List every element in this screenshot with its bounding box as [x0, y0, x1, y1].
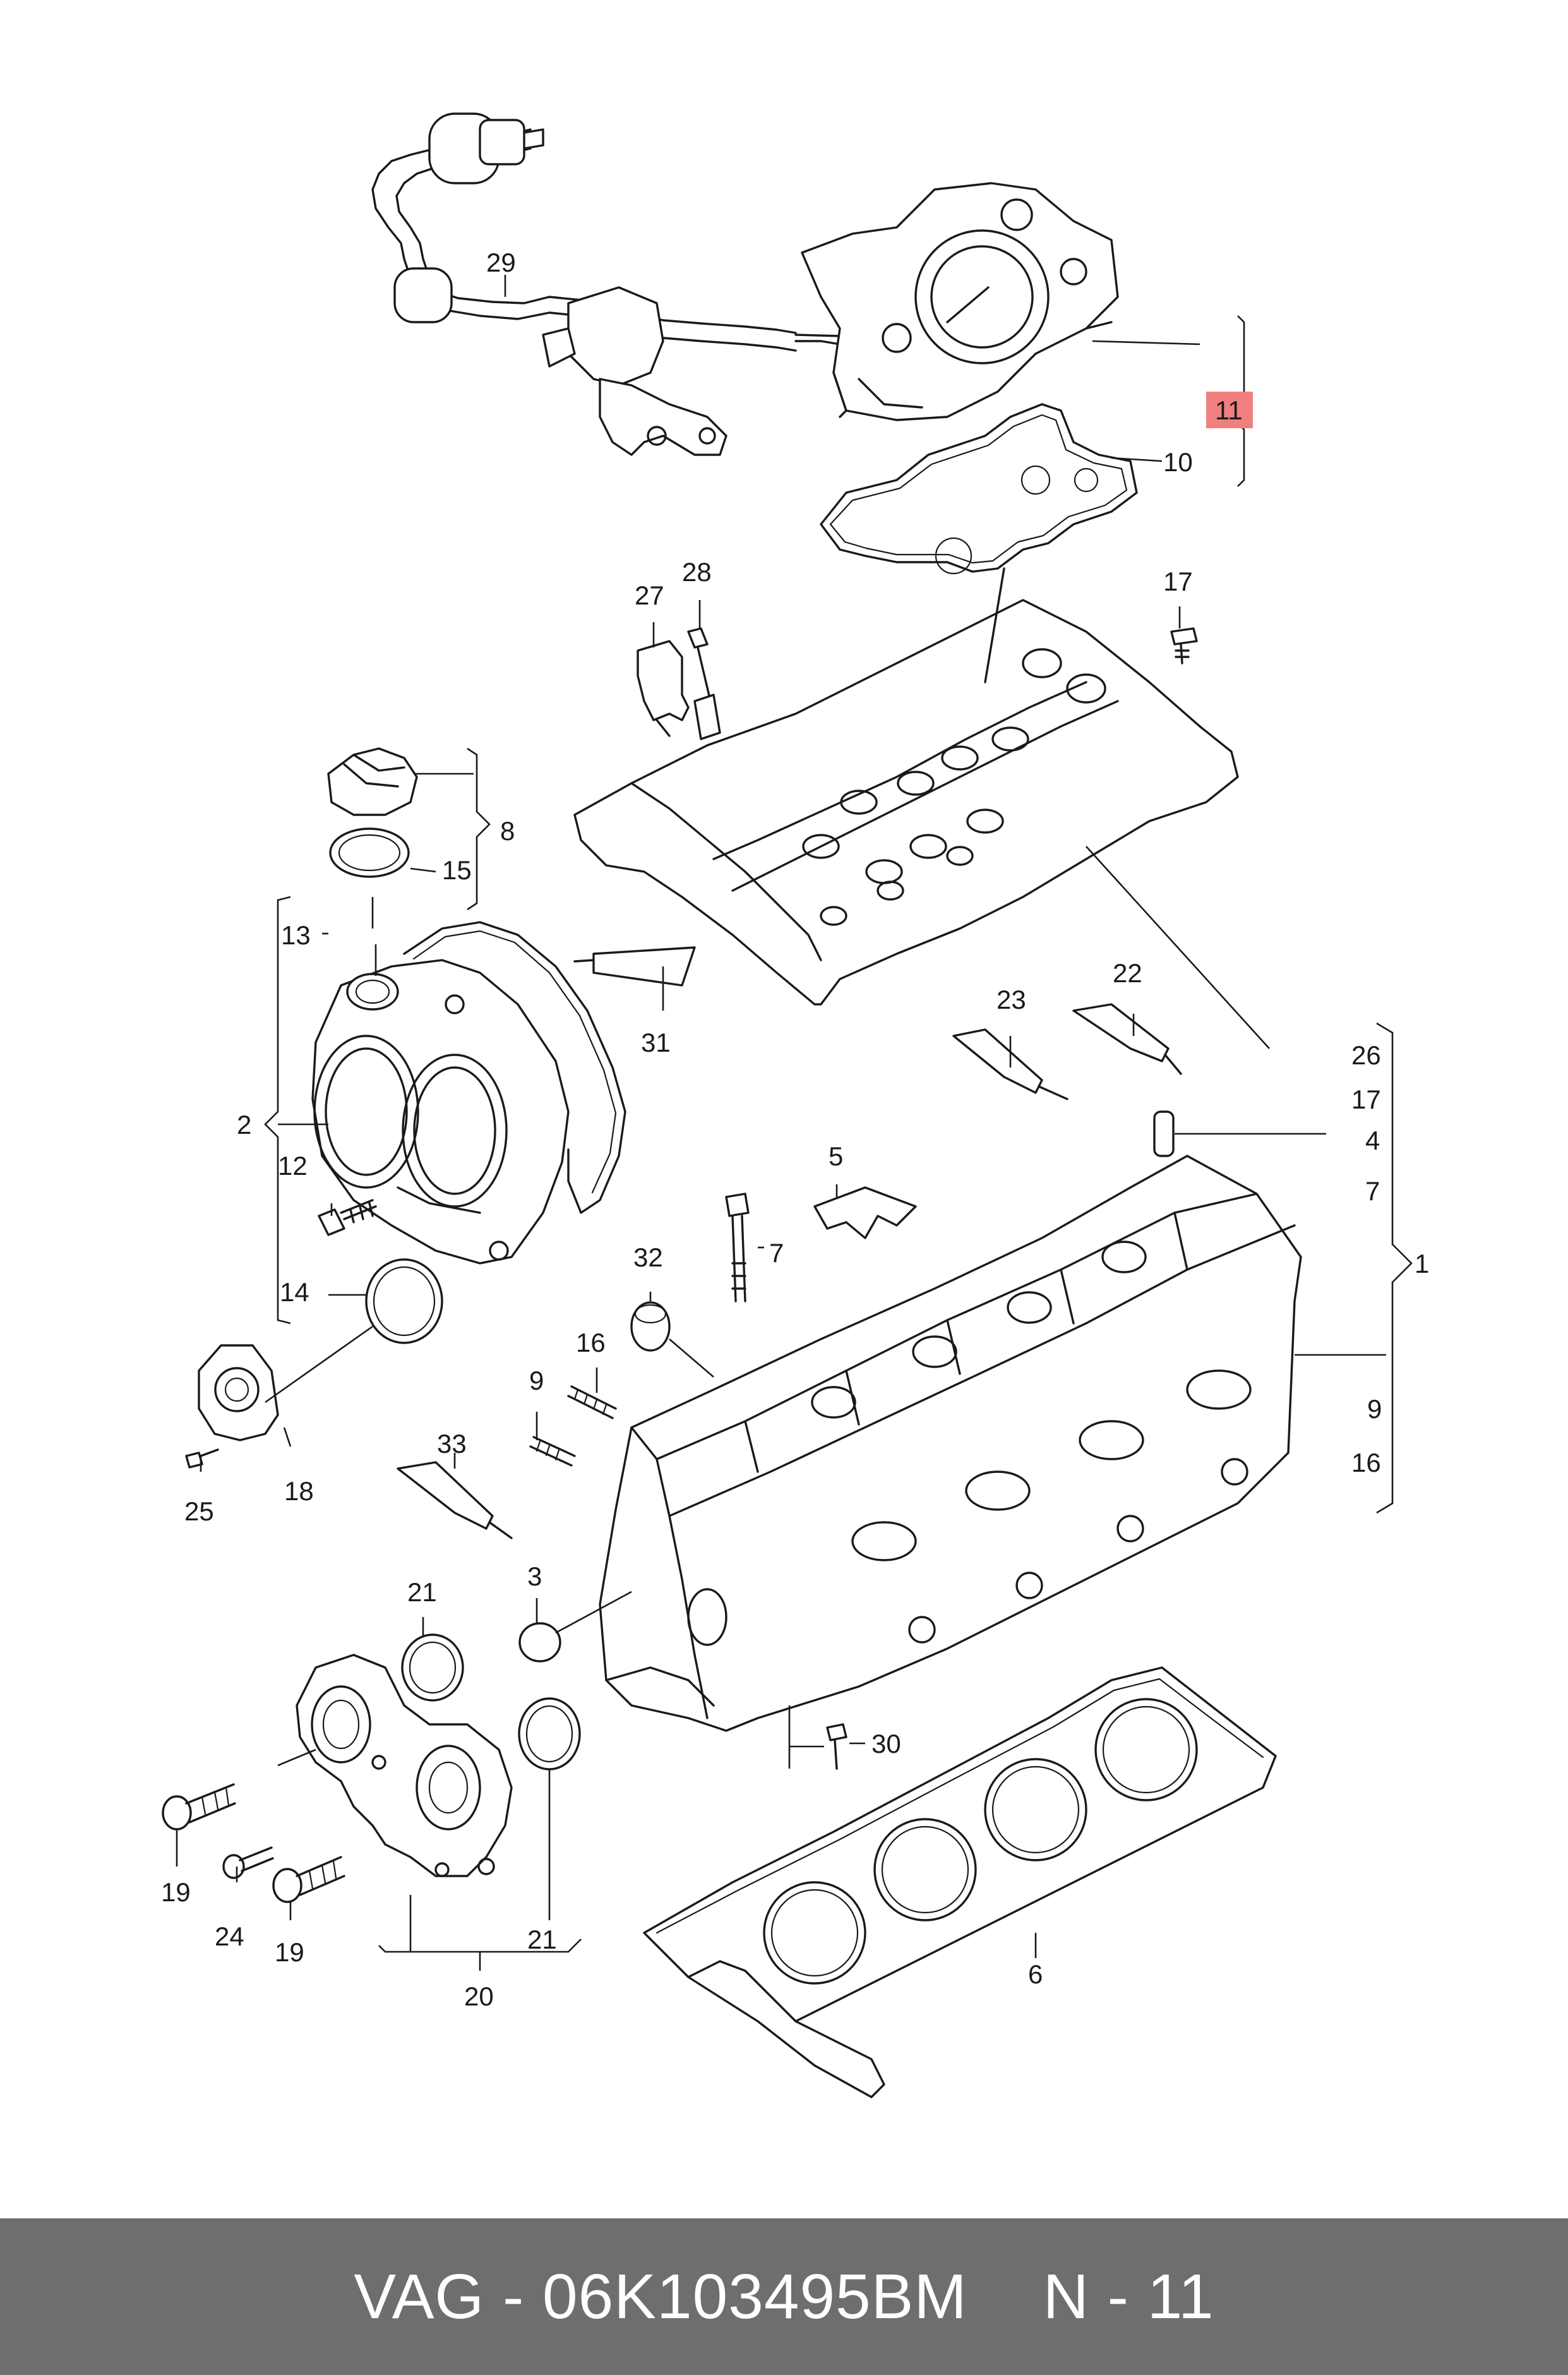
bolt-24 [222, 1846, 274, 1879]
sensor-27 [637, 640, 690, 737]
callout-7-mid: 7 [769, 1238, 784, 1268]
sealant-tube-22 [1072, 1003, 1182, 1075]
callout-3: 3 [527, 1561, 542, 1591]
oil-separator-11 [801, 182, 1119, 421]
callout-17-top: 17 [1163, 567, 1193, 596]
callout-33: 33 [437, 1429, 467, 1458]
callout-15: 15 [442, 855, 472, 885]
callout-30: 30 [871, 1729, 901, 1759]
callout-19-left: 19 [161, 1877, 191, 1907]
leader-lines [176, 275, 1413, 1971]
part-number-footer: VAG - 06K103495BM N - 11 [0, 2218, 1568, 2375]
dowel-pin-4 [1153, 1110, 1175, 1157]
flange-18 [198, 1344, 279, 1441]
callout-18: 18 [284, 1476, 314, 1506]
callout-23: 23 [996, 985, 1026, 1014]
callout-13: 13 [281, 920, 311, 950]
exploded-parts-diagram: 29 11 10 27 28 17 8 15 13 31 2 12 14 18 … [161, 112, 1429, 2098]
timing-cover-2 [311, 959, 570, 1265]
o-ring-14 [365, 1258, 443, 1344]
sealant-tube-31 [573, 946, 696, 987]
seal-ring-15 [329, 827, 410, 878]
o-ring-21-lower [518, 1697, 581, 1771]
bolt-30 [826, 1723, 847, 1770]
callout-7-right: 7 [1365, 1176, 1380, 1206]
callout-2: 2 [237, 1110, 251, 1139]
callout-21-bottom: 21 [527, 1925, 557, 1954]
callout-9-right: 9 [1367, 1394, 1382, 1424]
callout-1: 1 [1415, 1249, 1429, 1278]
bolt-17 [1170, 627, 1198, 664]
callout-28: 28 [682, 557, 712, 587]
plug-3 [518, 1622, 561, 1662]
callout-27: 27 [635, 580, 664, 610]
callout-24: 24 [215, 1921, 244, 1951]
callout-21-top: 21 [407, 1577, 437, 1607]
page-label: N - 11 [1043, 2261, 1214, 2332]
stud-16 [567, 1385, 617, 1419]
callout-25: 25 [184, 1496, 214, 1526]
callout-11: 11 [1215, 395, 1243, 425]
callout-10: 10 [1163, 447, 1193, 477]
oil-filler-cap-8 [327, 747, 418, 816]
part-label: VAG - 06K103495BM [354, 2261, 967, 2332]
callout-12: 12 [278, 1151, 308, 1181]
sealant-tube-23 [952, 1028, 1068, 1100]
callout-29: 29 [486, 248, 516, 277]
o-ring-21-upper [401, 1633, 464, 1702]
bolt-19-lower [272, 1856, 345, 1903]
gasket-10 [820, 403, 1138, 575]
plug-32 [630, 1301, 671, 1352]
breather-hose-29 [371, 112, 841, 456]
stud-9 [529, 1436, 576, 1467]
head-bolt-7 [725, 1193, 750, 1302]
callout-11-highlight [1206, 392, 1253, 428]
callout-14: 14 [280, 1277, 309, 1307]
sealant-tube-33 [397, 1461, 513, 1539]
cover-gasket-13 [403, 921, 626, 1214]
callout-31: 31 [641, 1028, 671, 1057]
callout-16-left: 16 [576, 1328, 606, 1357]
housing-20 [296, 1654, 513, 1877]
valve-cover-26 [573, 567, 1239, 1006]
callout-labels: 29 11 10 27 28 17 8 15 13 31 2 12 14 18 … [161, 248, 1429, 2011]
callout-17-right: 17 [1351, 1085, 1381, 1114]
head-gasket-6 [643, 1666, 1277, 2098]
callout-19-mid: 19 [275, 1937, 304, 1967]
callout-16-right: 16 [1351, 1448, 1381, 1477]
callout-22: 22 [1113, 958, 1142, 988]
callout-8: 8 [500, 816, 515, 846]
bolt-12 [318, 1199, 377, 1236]
bracket-5 [813, 1186, 917, 1239]
callout-32: 32 [633, 1242, 663, 1272]
callout-6: 6 [1028, 1959, 1043, 1989]
callout-5: 5 [829, 1141, 843, 1171]
callout-4: 4 [1365, 1126, 1380, 1155]
callout-26: 26 [1351, 1040, 1381, 1070]
bolt-25 [185, 1448, 219, 1469]
callout-20: 20 [464, 1981, 494, 2011]
cylinder-head-1 [599, 1155, 1302, 1732]
bolt-28 [687, 627, 721, 740]
callout-9-left: 9 [529, 1366, 544, 1395]
bolt-19-upper [162, 1783, 236, 1831]
